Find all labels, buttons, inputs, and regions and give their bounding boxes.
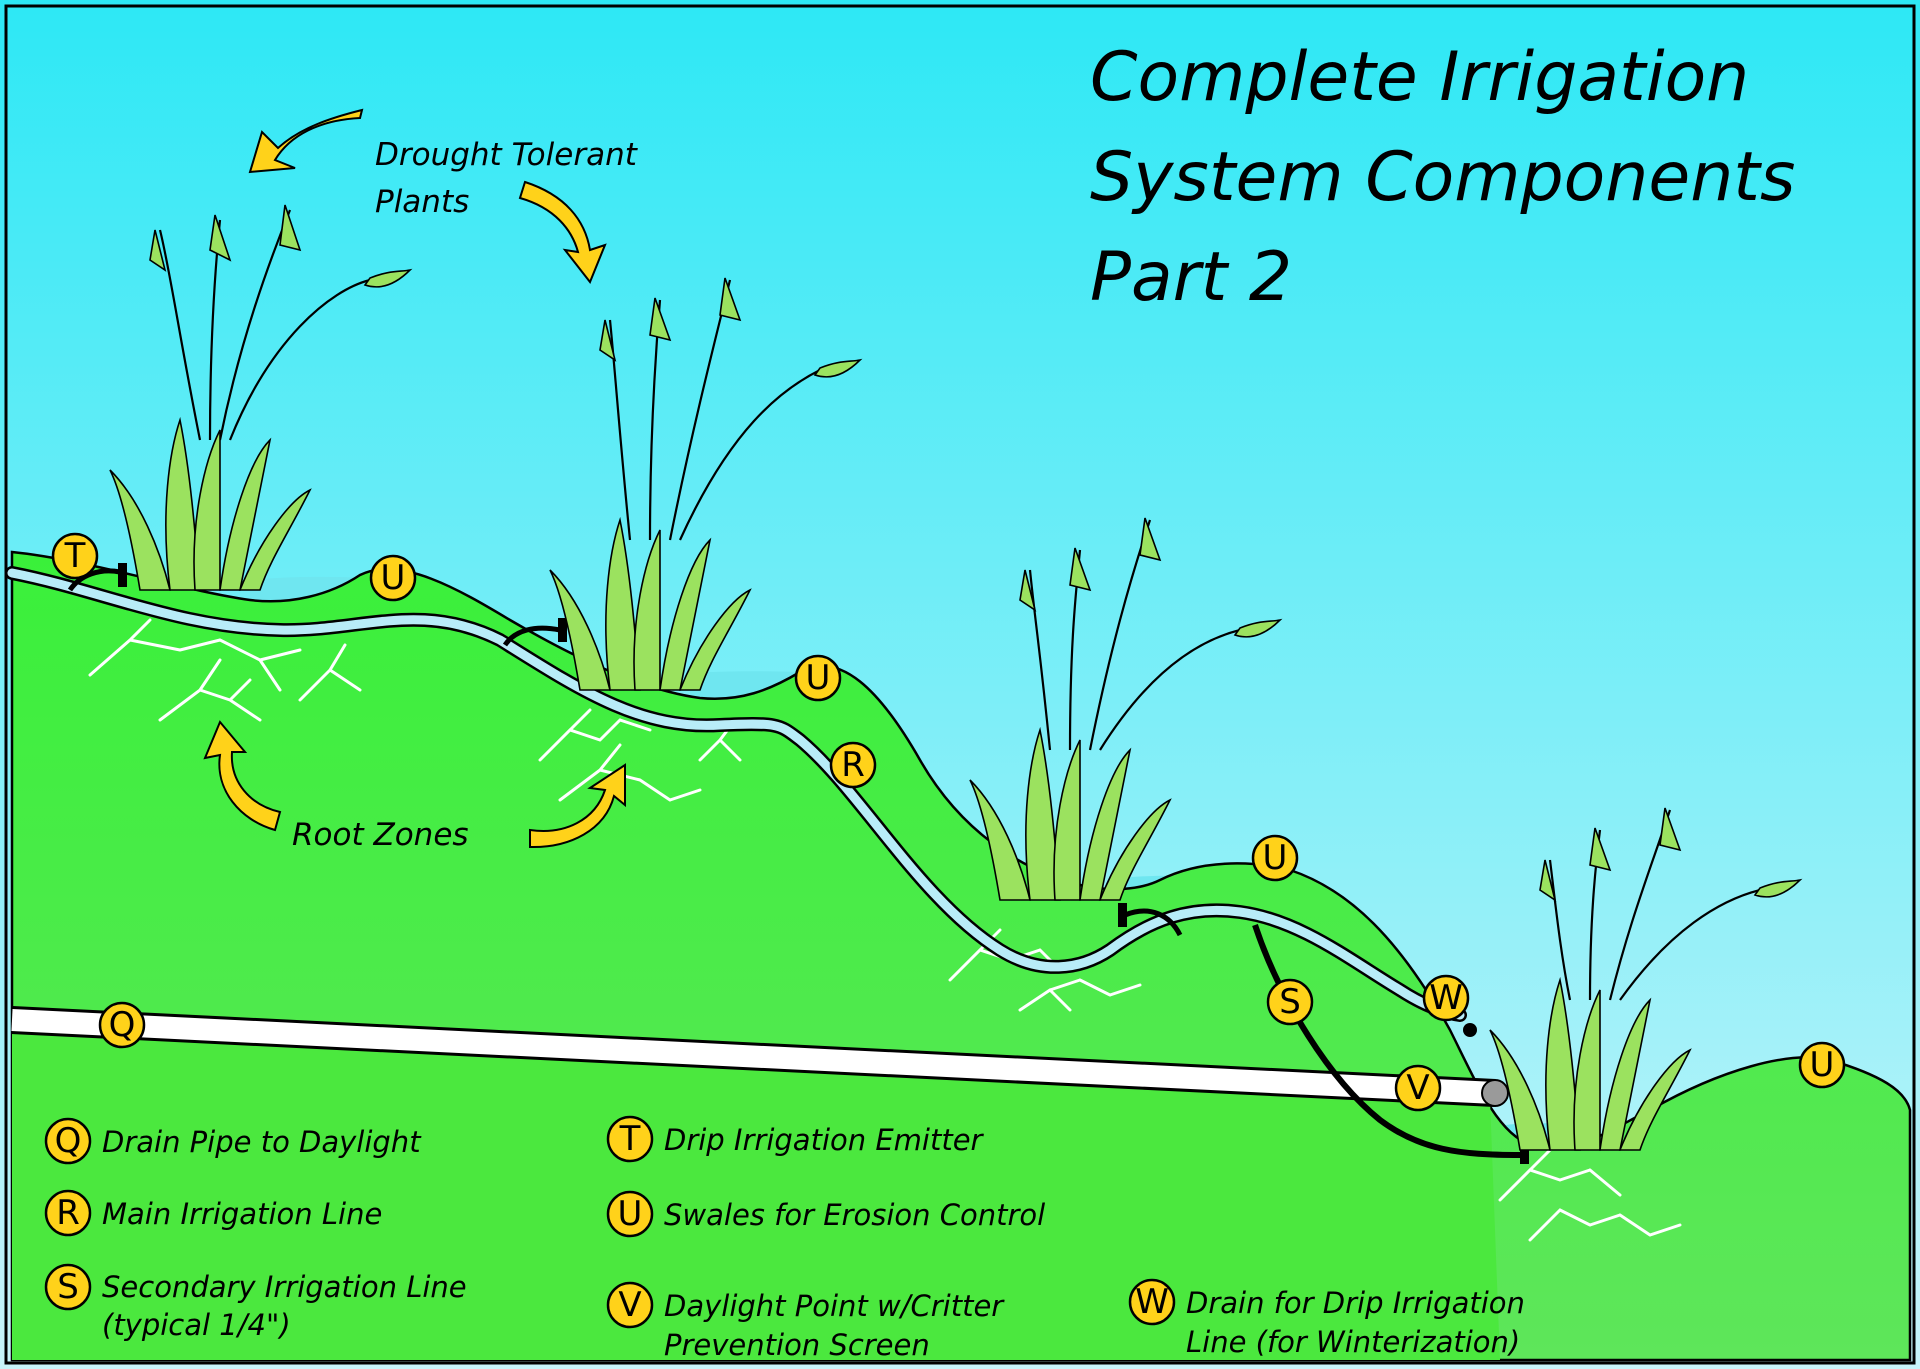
legend-item-r-label: Main Irrigation Line bbox=[102, 1197, 382, 1231]
roots-caption: Root Zones bbox=[292, 817, 469, 853]
legend-item-v-label-2: Prevention Screen bbox=[664, 1328, 930, 1362]
drip-emitters bbox=[67, 568, 1183, 937]
diagram-badges: T U U R U S W V U Q bbox=[51, 532, 1846, 1112]
svg-text:U: U bbox=[381, 558, 406, 598]
legend-item-u-label: Swales for Erosion Control bbox=[664, 1198, 1045, 1232]
badge-U-1: U bbox=[369, 554, 417, 602]
plants-arrow-right bbox=[518, 180, 607, 284]
badge-R: R bbox=[829, 741, 877, 789]
plant-2 bbox=[549, 277, 863, 691]
plant-3 bbox=[969, 517, 1283, 901]
svg-text:S: S bbox=[57, 1267, 79, 1307]
diagram-title: Complete Irrigation System Components Pa… bbox=[1090, 38, 1795, 317]
svg-text:W: W bbox=[1429, 978, 1463, 1018]
root-zones bbox=[88, 618, 1682, 1242]
legend-item-w-label-2: Line (for Winterization) bbox=[1186, 1325, 1520, 1359]
badge-W: W bbox=[1422, 974, 1470, 1022]
badge-V: V bbox=[1394, 1064, 1442, 1112]
legend-item-t: T Drip Irrigation Emitter bbox=[606, 1115, 985, 1163]
badge-T-1: T bbox=[51, 532, 99, 580]
svg-text:S: S bbox=[1279, 982, 1301, 1022]
svg-text:V: V bbox=[1406, 1068, 1429, 1108]
lower-ground bbox=[12, 1030, 1500, 1360]
title-line-1: Complete Irrigation bbox=[1090, 38, 1749, 117]
badge-U-2: U bbox=[794, 654, 842, 702]
svg-text:T: T bbox=[64, 536, 86, 576]
svg-text:Q: Q bbox=[109, 1005, 136, 1045]
svg-text:W: W bbox=[1135, 1282, 1169, 1322]
legend-item-t-label: Drip Irrigation Emitter bbox=[664, 1123, 985, 1157]
legend: Q Drain Pipe to Daylight R Main Irrigati… bbox=[44, 1115, 1525, 1362]
plants-caption-line-1: Drought Tolerant bbox=[375, 137, 639, 173]
legend-item-q-label: Drain Pipe to Daylight bbox=[102, 1125, 422, 1159]
drain-pipe-inner bbox=[11, 1009, 1496, 1104]
diagram-frame bbox=[4, 4, 1916, 1365]
svg-text:Q: Q bbox=[55, 1121, 82, 1161]
title-line-3: Part 2 bbox=[1090, 238, 1292, 317]
roots-arrow-left bbox=[203, 720, 282, 832]
badge-Q: Q bbox=[98, 1001, 146, 1049]
svg-text:U: U bbox=[618, 1194, 643, 1234]
legend-item-v-label-1: Daylight Point w/Critter bbox=[664, 1289, 1005, 1323]
svg-text:U: U bbox=[806, 658, 831, 698]
legend-item-q: Q Drain Pipe to Daylight bbox=[44, 1117, 422, 1165]
svg-text:R: R bbox=[841, 745, 865, 785]
legend-item-s-label-1: Secondary Irrigation Line bbox=[102, 1270, 467, 1304]
drain-outlet bbox=[1481, 1079, 1509, 1107]
plants-caption-line-2: Plants bbox=[375, 184, 469, 220]
main-irrigation-line-inner bbox=[7, 568, 1465, 1020]
legend-item-w: W Drain for Drip Irrigation Line (for Wi… bbox=[1128, 1278, 1525, 1359]
badge-U-4: U bbox=[1798, 1041, 1846, 1089]
svg-text:U: U bbox=[1263, 838, 1288, 878]
legend-item-v: V Daylight Point w/Critter Prevention Sc… bbox=[606, 1281, 1005, 1362]
svg-text:U: U bbox=[1810, 1045, 1835, 1085]
badge-U-3: U bbox=[1251, 834, 1299, 882]
legend-item-s-label-2: (typical 1/4") bbox=[102, 1308, 291, 1342]
roots-arrow-right bbox=[529, 763, 626, 849]
emitter-plugs bbox=[118, 563, 1529, 1164]
title-line-2: System Components bbox=[1090, 138, 1795, 217]
svg-text:R: R bbox=[56, 1193, 80, 1233]
plants-arrow-left bbox=[248, 108, 364, 174]
svg-text:T: T bbox=[619, 1119, 641, 1159]
plant-4 bbox=[1489, 807, 1803, 1151]
legend-item-w-label-1: Drain for Drip Irrigation bbox=[1186, 1286, 1525, 1320]
plant-1 bbox=[109, 204, 413, 591]
legend-item-r: R Main Irrigation Line bbox=[44, 1189, 382, 1237]
legend-item-u: U Swales for Erosion Control bbox=[606, 1190, 1045, 1238]
svg-text:V: V bbox=[618, 1285, 641, 1325]
badge-S: S bbox=[1266, 978, 1314, 1026]
winterization-drain-cap bbox=[1463, 1023, 1477, 1037]
legend-item-s: S Secondary Irrigation Line (typical 1/4… bbox=[44, 1263, 467, 1342]
